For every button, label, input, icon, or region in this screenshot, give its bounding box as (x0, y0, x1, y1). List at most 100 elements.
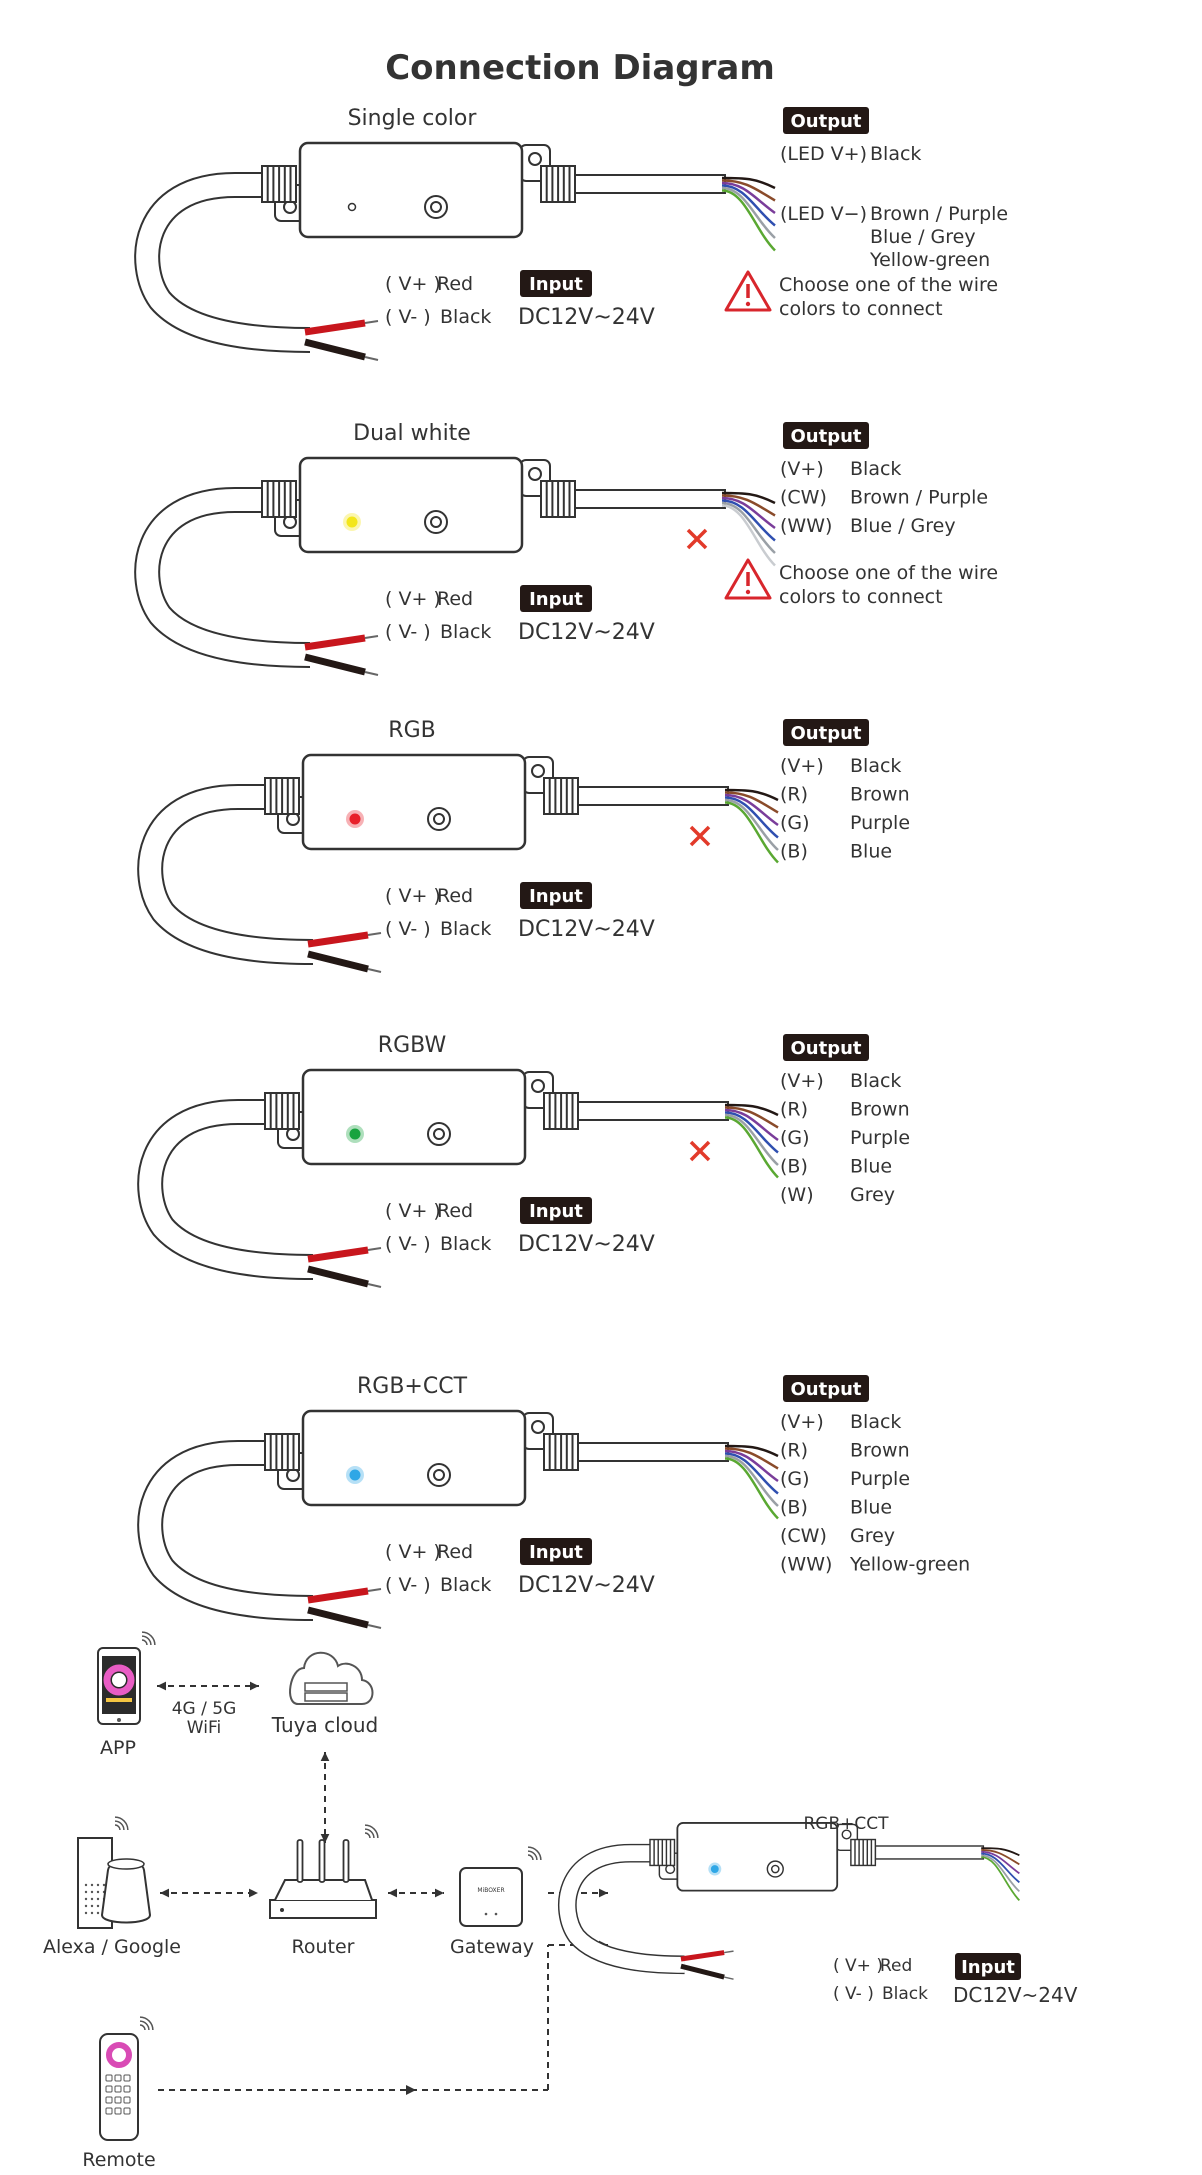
warning-text-line1: Choose one of the wire (779, 562, 998, 584)
red-wire-tip (367, 1588, 382, 1592)
remote-key (105, 2085, 113, 2093)
input-cable (136, 174, 311, 351)
color-wheel-icon (103, 1664, 135, 1696)
output-terminal: (G) (780, 1468, 810, 1490)
remote-key (114, 2085, 122, 2093)
input-badge: Input (520, 270, 592, 297)
output-badge-bg (783, 107, 869, 134)
wifi-arc (139, 2020, 150, 2031)
output-wire (724, 1452, 779, 1495)
input-badge-label: Input (529, 589, 583, 610)
pair-button-inner (433, 1469, 445, 1481)
output-terminal: (LED V+) (780, 143, 867, 165)
input-badge-label: Input (529, 886, 583, 907)
input-badge: Input (520, 1538, 592, 1565)
screw-hole-right (531, 1420, 545, 1434)
output-wire (981, 1856, 1020, 1901)
wifi-arc (527, 1850, 538, 1861)
output-badge-label: Output (790, 1038, 861, 1059)
output-badge: Output (783, 107, 869, 134)
wifi-arc (114, 1824, 121, 1831)
output-wire (721, 494, 776, 517)
wifi-arc (527, 1846, 542, 1861)
led-indicator (347, 202, 357, 212)
speaker-grille (90, 1911, 94, 1915)
output-wire-color: Black (850, 755, 901, 777)
speaker-grille (96, 1883, 100, 1887)
speaker-grille (90, 1890, 94, 1894)
output-badge: Output (783, 1375, 869, 1402)
connector-right (540, 480, 576, 518)
controller-body (676, 1822, 839, 1892)
router-antenna (318, 1839, 326, 1883)
output-wire (981, 1852, 1020, 1884)
output-wire (724, 1108, 779, 1142)
input-vminus-label: ( V- ) (385, 621, 431, 643)
output-wire-color: Black (850, 1411, 901, 1433)
screw-hole-right (531, 764, 545, 778)
output-wire-color: Blue (850, 1156, 892, 1178)
output-wire (721, 184, 776, 227)
output-wire-color: Blue (850, 1497, 892, 1519)
controller-3 (137, 1068, 779, 1288)
cross-mark (689, 1140, 711, 1162)
link-label-line1: 4G / 5G (172, 1699, 237, 1719)
screw-hole-right (528, 152, 542, 166)
output-cable (577, 1101, 729, 1121)
section-rgbw: RGBW( V+ )Red( V- )BlackInputDC12V~24VOu… (137, 1033, 910, 1288)
connector-left (649, 1838, 676, 1867)
input-badge-bg (520, 882, 592, 909)
output-wire-color: Purple (850, 1468, 910, 1490)
output-terminal: (R) (780, 784, 808, 806)
network-input-badge-label: Input (961, 1957, 1015, 1978)
section-title: RGB+CCT (357, 1374, 468, 1399)
router-gateway-link-head (434, 1888, 444, 1898)
cross-mark (689, 825, 711, 847)
black-wire (304, 653, 366, 676)
app-label: APP (100, 1737, 136, 1759)
output-badge-bg (783, 1034, 869, 1061)
speaker-grille (96, 1897, 100, 1901)
remote-wifi-icon (139, 2016, 154, 2031)
input-vminus-label: ( V- ) (385, 918, 431, 940)
network-input-vminus-color: Black (882, 1984, 928, 2004)
connector-left (261, 165, 297, 203)
speaker-grille (96, 1890, 100, 1894)
connector-right (543, 1092, 579, 1130)
input-voltage: DC12V~24V (518, 305, 655, 330)
warning-text-line2: colors to connect (779, 586, 943, 608)
led-indicator (349, 813, 361, 825)
remote-path-head (406, 2085, 416, 2095)
gateway-controller-link-head (598, 1888, 608, 1898)
output-cable (874, 1845, 985, 1860)
gateway-label: Gateway (450, 1936, 534, 1958)
output-terminal: (CW) (780, 487, 827, 509)
input-badge-bg (520, 1538, 592, 1565)
black-wire (304, 338, 366, 361)
router-wifi-icon (364, 1824, 379, 1839)
red-wire (304, 634, 366, 651)
speaker-top (107, 1858, 145, 1870)
link-label-line2: WiFi (187, 1718, 221, 1738)
network-input-vplus: ( V+ ) (833, 1956, 883, 1976)
speaker-grille (84, 1897, 88, 1901)
output-badge-bg (783, 422, 869, 449)
remote-icon (99, 2033, 139, 2141)
output-wire (724, 798, 779, 851)
output-wire-color: Grey (850, 1184, 895, 1206)
black-wire-tip (367, 1624, 382, 1629)
pair-button-inner (770, 1864, 780, 1874)
output-wire (724, 1103, 779, 1117)
phone-home (117, 1718, 121, 1722)
gateway-body (459, 1867, 523, 1927)
output-badge: Output (783, 719, 869, 746)
output-terminal: (WW) (780, 515, 832, 537)
remote-key (105, 2074, 113, 2082)
speaker-grille (96, 1911, 100, 1915)
network-input-vplus-color: Red (880, 1956, 912, 1976)
input-vminus-color: Black (440, 1233, 491, 1255)
black-wire (307, 950, 369, 973)
section-single-color: Single color( V+ )Red( V- )BlackInputDC1… (134, 106, 1008, 361)
output-cable (574, 489, 726, 509)
app-cloud-link (157, 1681, 259, 1691)
